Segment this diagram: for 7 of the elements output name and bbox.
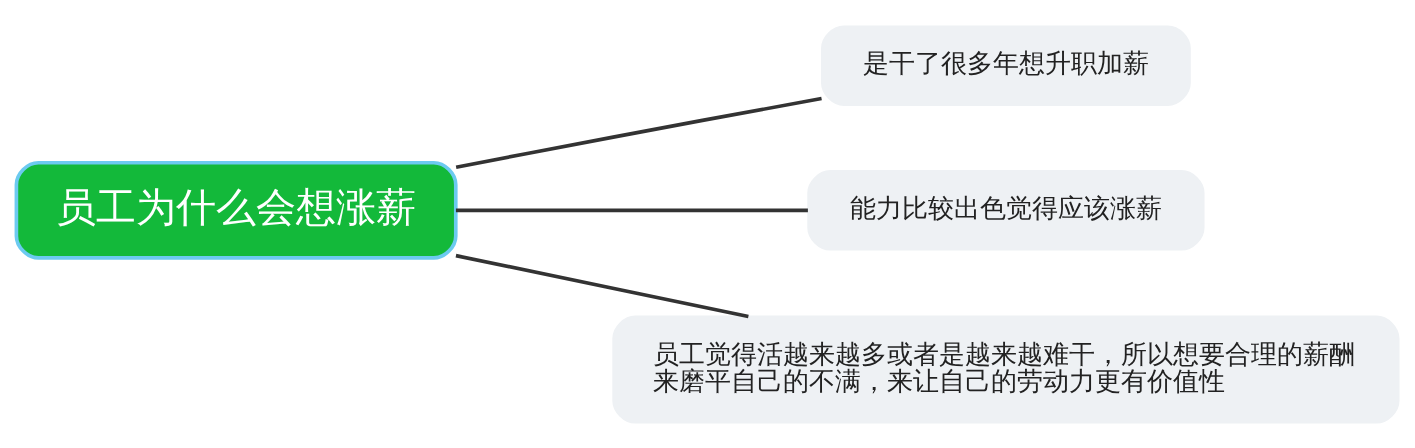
node-box: 员工为什么会想涨薪 (14, 160, 458, 260)
connector (455, 96, 822, 169)
node-box: 是干了很多年想升职加薪 (821, 24, 1191, 106)
connector (455, 208, 808, 212)
connector (455, 253, 749, 318)
node-box: 员工觉得活越来越多或者是越来越难干，所以想要合理的薪酬来磨平自己的不满，来让自己的劳动力更有价值性 (612, 315, 1400, 424)
node-box: 能力比较出色觉得应该涨薪 (807, 169, 1205, 251)
